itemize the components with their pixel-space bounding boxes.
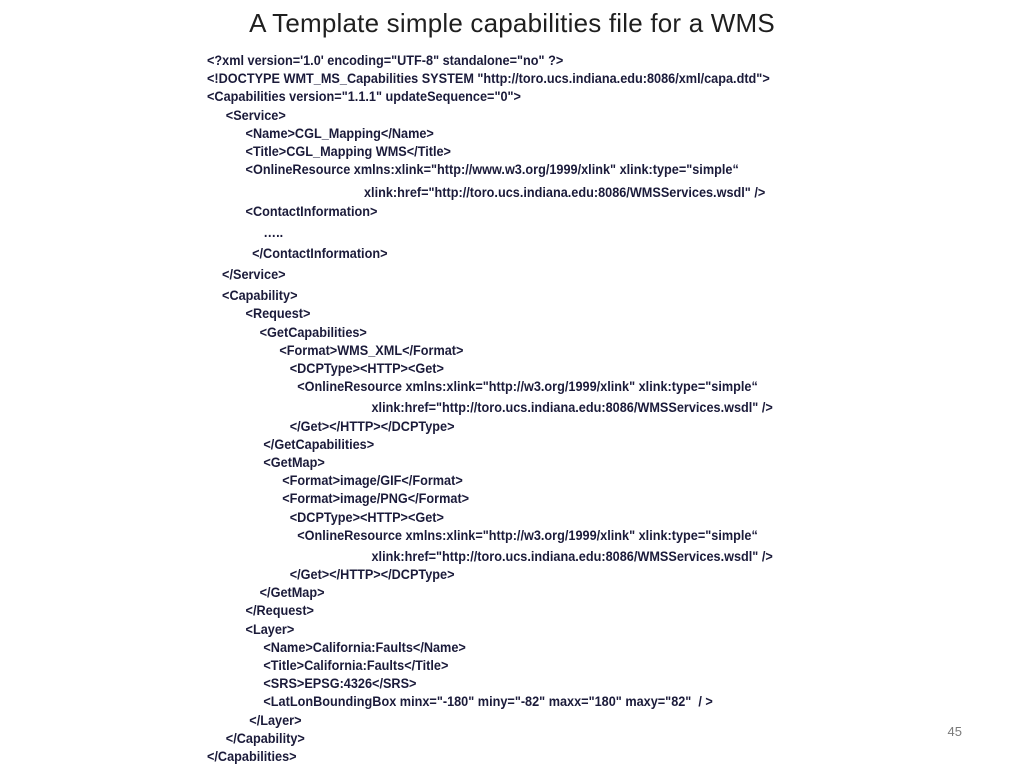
capability-close-line: </Capability> — [225, 730, 305, 746]
getmap-open-line: <GetMap> — [263, 454, 325, 470]
service-online-resource-href-line: xlink:href="http://toro.ucs.indiana.edu:… — [363, 185, 766, 201]
request-open-line: <Request> — [245, 306, 311, 322]
getcapabilities-format-line: <Format>WMS_XML</Format> — [279, 342, 464, 358]
capabilities-open-line: <Capabilities version="1.1.1" updateSequ… — [207, 89, 521, 105]
xml-code-block: <?xml version='1.0' encoding="UTF-8" sta… — [207, 52, 967, 766]
getmap-online-resource-href-line: xlink:href="http://toro.ucs.indiana.edu:… — [371, 548, 773, 564]
capabilities-close-line: </Capabilities> — [207, 748, 297, 764]
getmap-dcptype-open-line: <DCPType><HTTP><Get> — [289, 509, 444, 525]
layer-srs-line: <SRS>EPSG:4326</SRS> — [263, 676, 417, 692]
getmap-close-line: </GetMap> — [259, 585, 325, 601]
service-close-line: </Service> — [222, 267, 286, 283]
contact-information-ellipsis-line: ….. — [263, 224, 284, 240]
layer-name-line: <Name>California:Faults</Name> — [263, 639, 466, 655]
getmap-format-gif-line: <Format>image/GIF</Format> — [282, 473, 463, 489]
contact-information-open-line: <ContactInformation> — [245, 203, 378, 219]
layer-open-line: <Layer> — [245, 621, 295, 637]
getcapabilities-dcptype-close-line: </Get></HTTP></DCPType> — [289, 418, 455, 434]
getcapabilities-dcptype-open-line: <DCPType><HTTP><Get> — [289, 361, 444, 376]
service-open-line: <Service> — [225, 107, 286, 123]
layer-close-line: </Layer> — [249, 712, 302, 728]
getcapabilities-open-line: <GetCapabilities> — [259, 324, 367, 340]
request-close-line: </Request> — [245, 603, 314, 619]
getcapabilities-online-resource-href-line: xlink:href="http://toro.ucs.indiana.edu:… — [371, 400, 773, 416]
getcapabilities-online-resource-line: <OnlineResource xmlns:xlink="http://w3.o… — [297, 379, 758, 395]
service-online-resource-line: <OnlineResource xmlns:xlink="http://www.… — [245, 162, 739, 178]
page-number: 45 — [947, 724, 962, 739]
getmap-dcptype-close-line: </Get></HTTP></DCPType> — [289, 567, 455, 583]
xml-declaration-line: <?xml version='1.0' encoding="UTF-8" sta… — [207, 53, 564, 68]
service-name-line: <Name>CGL_Mapping</Name> — [245, 125, 434, 141]
getcapabilities-close-line: </GetCapabilities> — [263, 436, 375, 452]
layer-title-line: <Title>California:Faults</Title> — [263, 658, 449, 673]
getmap-format-png-line: <Format>image/PNG</Format> — [282, 491, 470, 507]
doctype-line: <!DOCTYPE WMT_MS_Capabilities SYSTEM "ht… — [207, 71, 770, 87]
layer-bounding-box-line: <LatLonBoundingBox minx="-180" miny="-82… — [263, 694, 713, 710]
service-title-line: <Title>CGL_Mapping WMS</Title> — [245, 143, 451, 159]
contact-information-close-line: </ContactInformation> — [252, 245, 388, 261]
slide-title: A Template simple capabilities file for … — [249, 8, 775, 38]
capability-open-line: <Capability> — [222, 288, 298, 304]
getmap-online-resource-line: <OnlineResource xmlns:xlink="http://w3.o… — [297, 527, 758, 543]
